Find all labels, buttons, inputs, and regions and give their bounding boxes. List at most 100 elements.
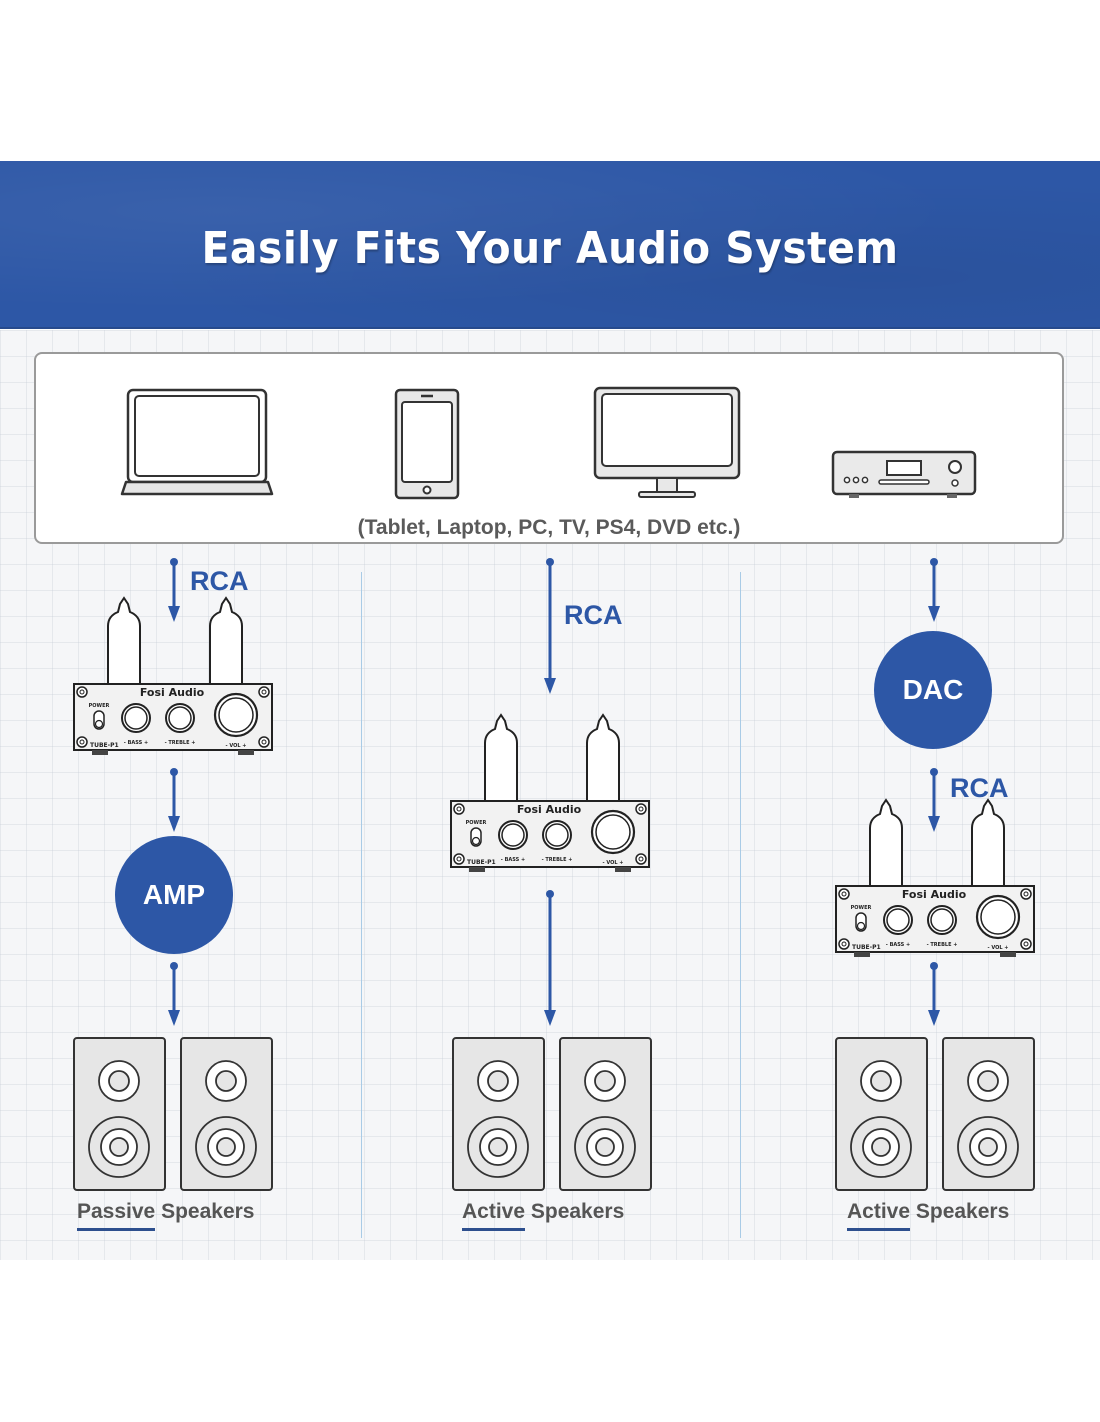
amp-brand-label: Fosi Audio — [517, 803, 582, 816]
source-devices-caption: (Tablet, Laptop, PC, TV, PS4, DVD etc.) — [357, 516, 741, 539]
screw-icon — [841, 941, 847, 947]
tweeter-icon — [594, 1070, 616, 1092]
volume-label: - VOL + — [988, 945, 1009, 951]
amp-model-label: TUBE-P1 — [852, 944, 881, 951]
screw-icon — [258, 686, 270, 698]
screw-icon — [456, 806, 462, 812]
screw-icon — [258, 736, 270, 748]
speaker-cabinet — [559, 1037, 652, 1191]
tweeter-icon — [108, 1070, 130, 1092]
column-divider — [361, 572, 362, 1238]
speaker-cabinet — [942, 1037, 1035, 1191]
screw-icon — [1020, 888, 1032, 900]
vacuum-tube — [586, 713, 620, 805]
speaker-type-rest: Speakers — [155, 1200, 255, 1223]
signal-arrow — [928, 558, 940, 622]
vacuum-tube — [971, 798, 1005, 890]
tweeter-icon — [977, 1070, 999, 1092]
screw-icon — [456, 856, 462, 862]
vacuum-tube — [484, 713, 518, 805]
amp-foot — [92, 750, 108, 755]
connection-label-rca: RCA — [564, 600, 623, 630]
knob-icon — [545, 823, 569, 847]
screw-icon — [1023, 941, 1029, 947]
screw-icon — [1023, 891, 1029, 897]
speaker-type-highlight: Passive — [77, 1200, 156, 1231]
signal-arrow — [168, 558, 180, 622]
power-label: POWER — [851, 905, 872, 911]
woofer-icon — [109, 1137, 129, 1157]
woofer-icon — [488, 1137, 508, 1157]
speaker-type-highlight: Active — [462, 1200, 526, 1231]
speaker-type-highlight: Active — [847, 1200, 911, 1231]
volume-label: - VOL + — [603, 860, 624, 866]
screw-icon — [638, 856, 644, 862]
screw-icon — [638, 806, 644, 812]
screw-icon — [841, 891, 847, 897]
tablet-icon — [394, 388, 460, 500]
speaker-cabinet — [835, 1037, 928, 1191]
screw-icon — [1020, 938, 1032, 950]
signal-arrow — [168, 962, 180, 1026]
speaker-type-label: Active Speakers — [847, 1200, 1010, 1231]
vacuum-tube — [869, 798, 903, 890]
page-title: Easily Fits Your Audio System — [201, 223, 899, 274]
vacuum-tube — [107, 596, 141, 688]
screw-icon — [79, 739, 85, 745]
woofer-icon — [216, 1137, 236, 1157]
dac-stage-circle: DAC — [874, 631, 992, 749]
dvd-player-icon — [831, 450, 977, 498]
volume-knob-icon — [980, 899, 1016, 935]
woofer-icon — [871, 1137, 891, 1157]
treble-label: - TREBLE + — [927, 942, 958, 948]
amp-brand-label: Fosi Audio — [140, 686, 205, 699]
signal-arrow — [928, 962, 940, 1026]
screw-icon — [261, 739, 267, 745]
active-speakers-icon — [835, 1037, 1035, 1191]
speaker-type-label: Active Speakers — [462, 1200, 625, 1231]
vacuum-tube — [209, 596, 243, 688]
knob-icon — [930, 908, 954, 932]
amp-foot — [1000, 952, 1016, 957]
screw-icon — [635, 803, 647, 815]
laptop-icon — [120, 388, 274, 496]
amp-brand-label: Fosi Audio — [902, 888, 967, 901]
power-label: POWER — [466, 820, 487, 826]
screw-icon — [838, 938, 850, 950]
screw-icon — [635, 853, 647, 865]
speaker-type-rest: Speakers — [910, 1200, 1010, 1223]
power-switch — [471, 836, 481, 846]
source-devices-box: (Tablet, Laptop, PC, TV, PS4, DVD etc.) — [34, 352, 1064, 544]
tweeter-icon — [870, 1070, 892, 1092]
knob-icon — [886, 908, 910, 932]
speaker-cabinet — [452, 1037, 545, 1191]
signal-arrow — [544, 558, 556, 694]
screw-icon — [76, 736, 88, 748]
screw-icon — [261, 689, 267, 695]
active-speakers-icon — [452, 1037, 652, 1191]
speaker-cabinet — [180, 1037, 273, 1191]
passive-speakers-icon — [73, 1037, 273, 1191]
woofer-icon — [595, 1137, 615, 1157]
screw-icon — [838, 888, 850, 900]
power-switch — [94, 719, 104, 729]
screw-icon — [79, 689, 85, 695]
power-label: POWER — [89, 703, 110, 709]
amp-foot — [238, 750, 254, 755]
speaker-type-label: Passive Speakers — [77, 1200, 255, 1231]
treble-label: - TREBLE + — [165, 740, 196, 746]
speaker-cabinet — [73, 1037, 166, 1191]
knob-icon — [124, 706, 148, 730]
knob-icon — [501, 823, 525, 847]
column-divider — [740, 572, 741, 1238]
power-switch — [856, 921, 866, 931]
bass-label: - BASS + — [886, 942, 910, 948]
tweeter-icon — [215, 1070, 237, 1092]
speaker-type-rest: Speakers — [525, 1200, 625, 1223]
monitor-icon — [593, 386, 741, 498]
knob-icon — [168, 706, 192, 730]
header-banner: Easily Fits Your Audio System — [0, 161, 1100, 329]
